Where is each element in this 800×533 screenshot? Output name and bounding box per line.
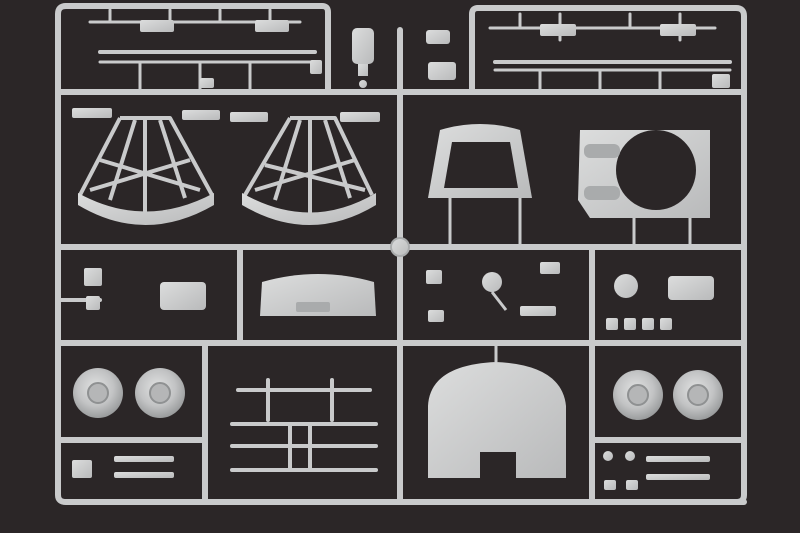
hood-frame-part (428, 124, 532, 247)
top-left-small-parts (140, 20, 322, 88)
center-cylinder-part (352, 28, 456, 88)
sprue-frame (55, 3, 747, 505)
row3-left-parts (84, 268, 206, 310)
row3-right-parts (606, 274, 714, 330)
ladder-frame-part (230, 378, 378, 472)
wheel-left-2 (135, 368, 185, 418)
top-right-bars (488, 12, 732, 94)
row4-small-parts (72, 451, 710, 490)
runner-hub (390, 237, 410, 257)
row3-center-parts (426, 262, 560, 322)
top-right-small-parts (540, 24, 730, 88)
wheel-right-1 (613, 370, 663, 420)
instrument-panel-part (260, 274, 376, 316)
turret-plate-part (578, 130, 710, 247)
seat-frame-left (78, 116, 214, 220)
seat-base-left (78, 193, 214, 225)
seat-base-right (242, 193, 376, 225)
row2-left-tabs (72, 108, 380, 122)
seat-frame-right (243, 116, 374, 220)
wheel-right-2 (673, 370, 723, 420)
wheel-left-1 (73, 368, 123, 418)
hull-front-panel (428, 343, 566, 478)
